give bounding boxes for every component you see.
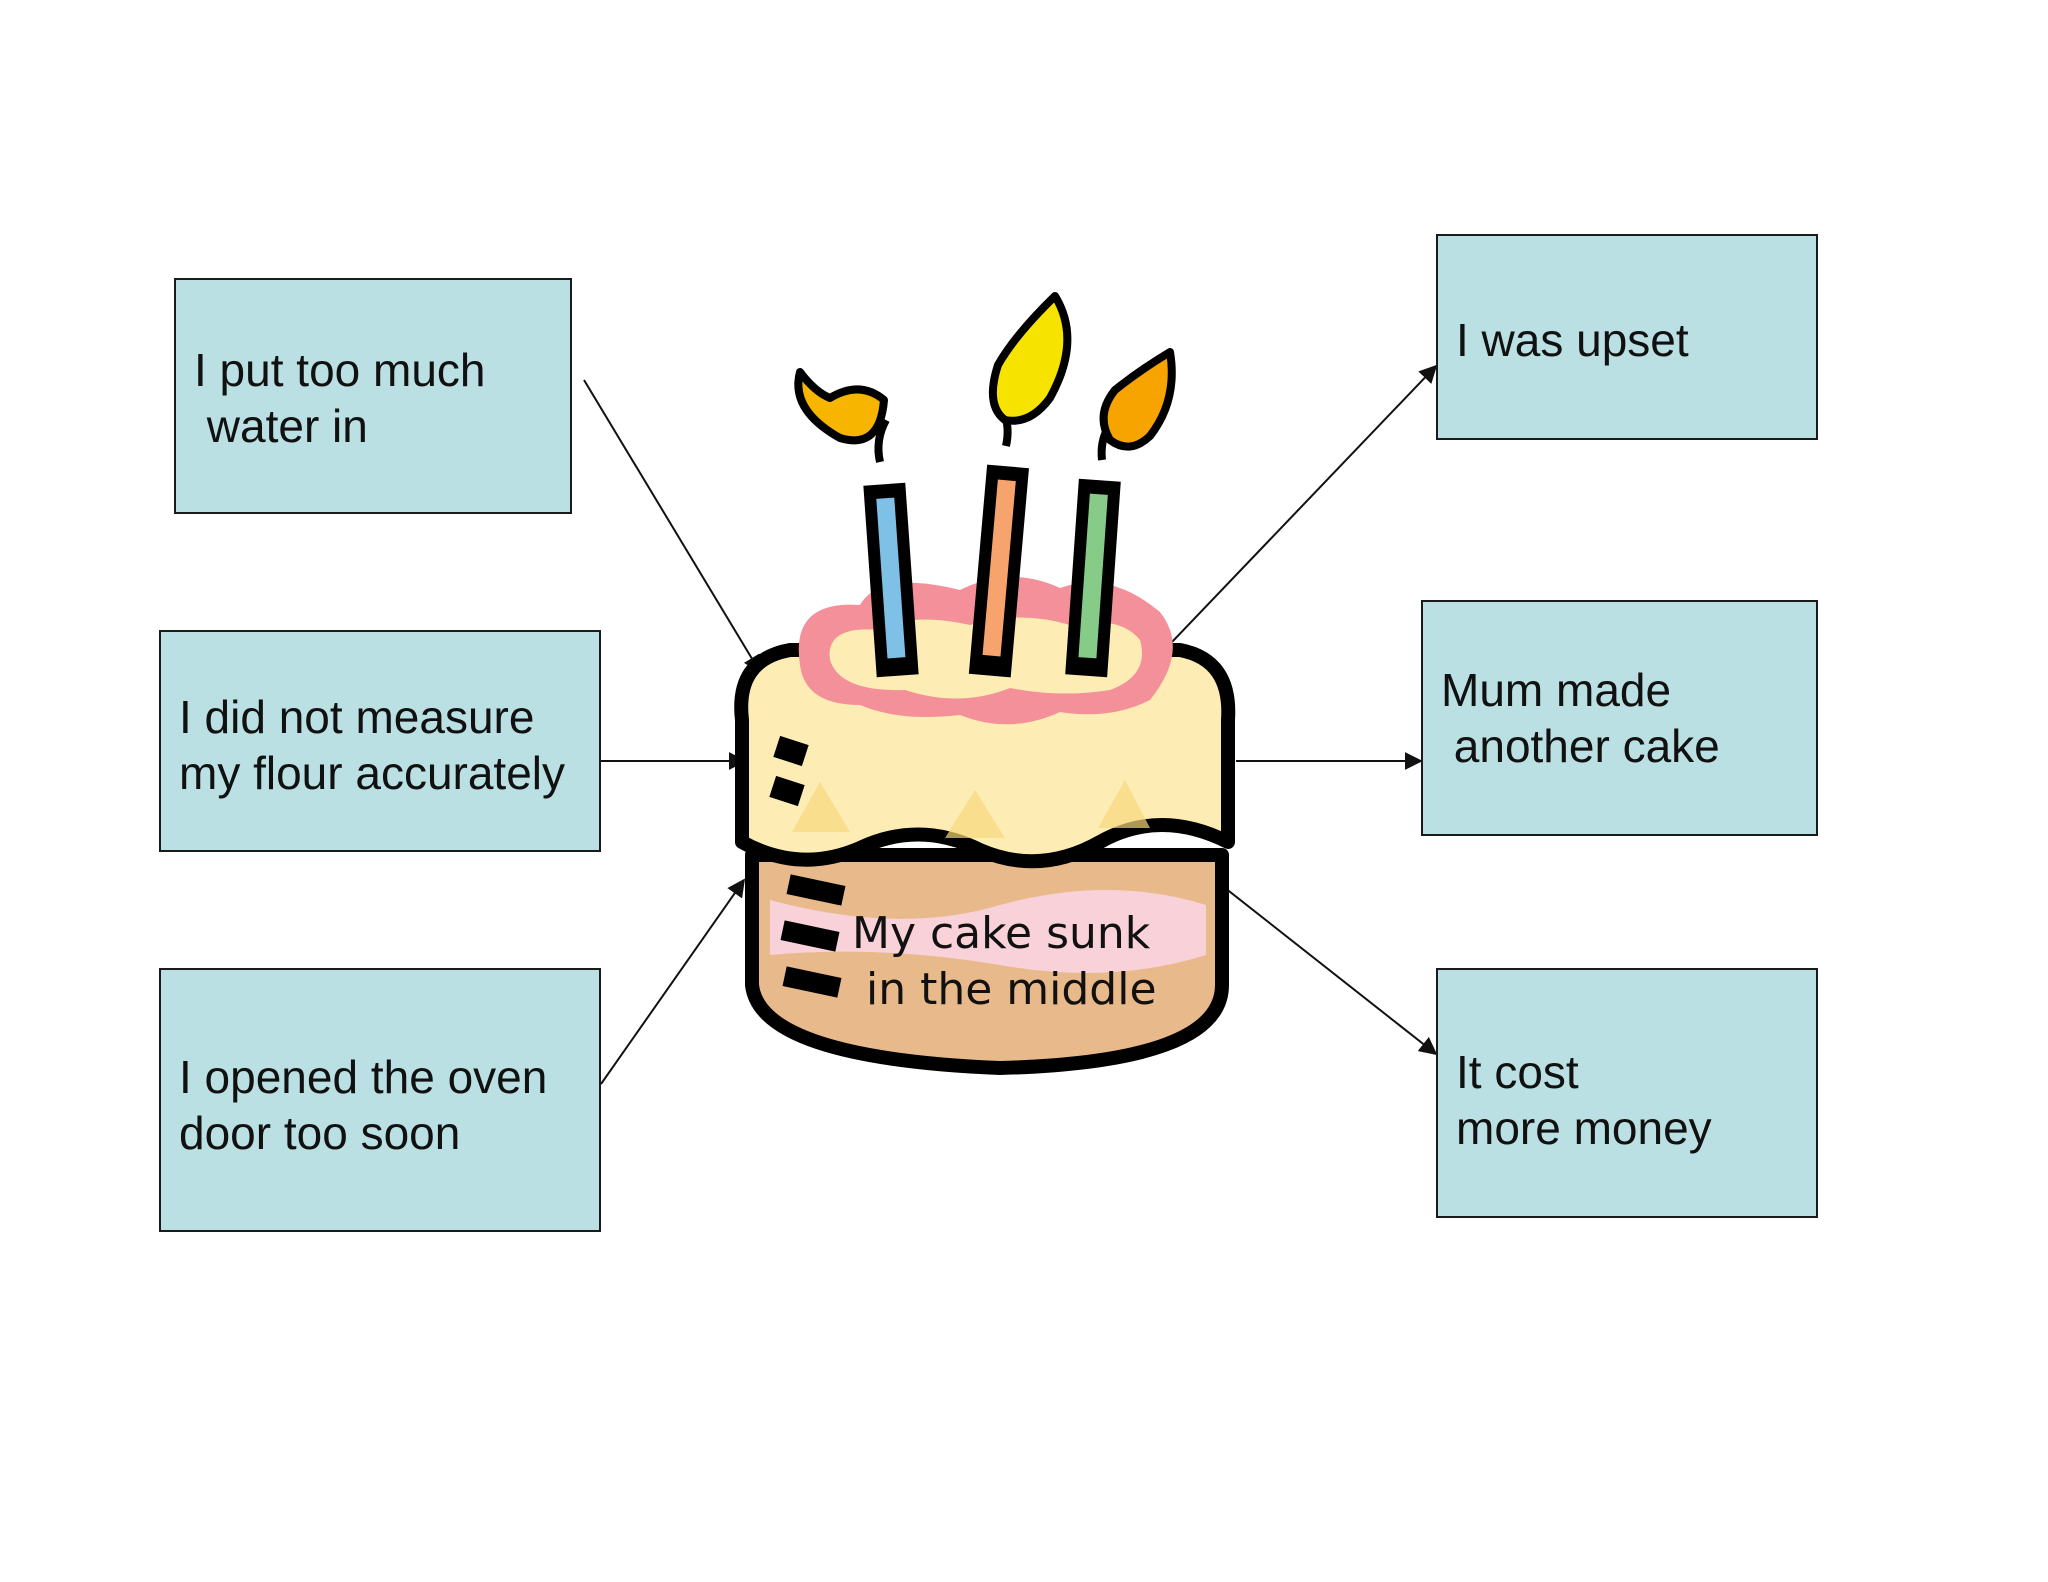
effect-box-cost: It cost more money bbox=[1436, 968, 1818, 1218]
cause-text-line: my flour accurately bbox=[179, 747, 566, 799]
flame-icon bbox=[1099, 348, 1176, 451]
arrow-oven-to-cake bbox=[600, 878, 746, 1085]
candle-orange bbox=[968, 292, 1072, 678]
cake-stripe bbox=[773, 735, 809, 767]
candle-green bbox=[1065, 348, 1176, 678]
center-effect-text-line1: My cake sunk bbox=[852, 908, 1151, 959]
cause-box-flour: I did not measure my flour accurately bbox=[159, 630, 601, 852]
cake-filling-band bbox=[770, 890, 1206, 973]
flame-icon bbox=[794, 368, 888, 445]
cake-drip bbox=[1098, 780, 1150, 828]
arrow-cake-to-cost bbox=[1219, 883, 1438, 1056]
cake-stripe bbox=[786, 874, 846, 906]
candle-blue bbox=[794, 368, 919, 678]
cause-text-line: I did not measure bbox=[179, 691, 535, 743]
cake-drip bbox=[945, 790, 1005, 838]
flame-icon bbox=[988, 292, 1072, 425]
center-effect-text-line2: in the middle bbox=[852, 964, 1157, 1015]
effect-box-another-cake: Mum made another cake bbox=[1421, 600, 1818, 836]
effect-text-line: another cake bbox=[1441, 720, 1720, 772]
birthday-cake-icon: My cake sunk in the middle bbox=[734, 292, 1236, 1075]
cause-box-water: I put too much water in bbox=[174, 278, 572, 514]
cause-text-line: I opened the oven bbox=[179, 1051, 548, 1103]
effect-text-line: It cost bbox=[1456, 1046, 1579, 1098]
effect-text-line: I was upset bbox=[1456, 314, 1689, 366]
cake-stripe bbox=[782, 966, 842, 998]
cause-text-line: I put too much bbox=[194, 344, 486, 396]
effect-text-line: Mum made bbox=[1441, 664, 1672, 716]
effect-text-line: more money bbox=[1456, 1102, 1712, 1154]
cause-text-line: door too soon bbox=[179, 1107, 461, 1159]
effect-box-upset: I was upset bbox=[1436, 234, 1818, 440]
cake-stripe bbox=[780, 920, 840, 952]
cake-stripe bbox=[769, 775, 805, 807]
cause-box-oven: I opened the oven door too soon bbox=[159, 968, 601, 1232]
arrow-cake-to-upset bbox=[1171, 364, 1438, 643]
cake-drip bbox=[792, 782, 850, 832]
cause-text-line: water in bbox=[194, 400, 368, 452]
arrow-water-to-cake bbox=[583, 379, 761, 674]
